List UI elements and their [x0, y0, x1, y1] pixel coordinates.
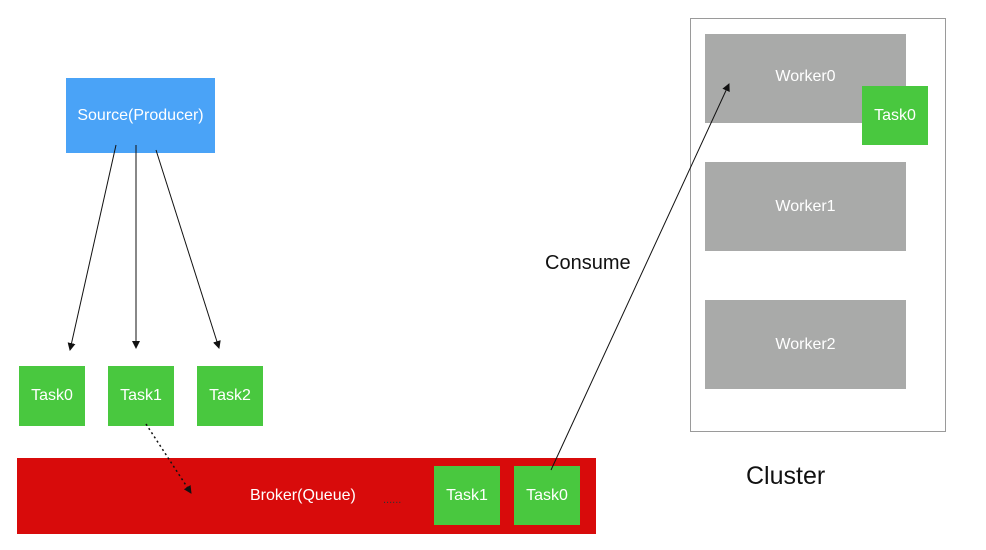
queued-task1-label: Task1 [446, 486, 488, 504]
source-label: Source(Producer) [77, 106, 204, 124]
worker0-label: Worker0 [775, 68, 836, 85]
task0-label: Task0 [31, 387, 73, 404]
arrow-source-to-task2 [155, 149, 221, 349]
source-producer-box: Source(Producer) [66, 78, 215, 153]
broker-label: Broker(Queue) [250, 487, 356, 504]
worker0-task0-label: Task0 [874, 106, 916, 124]
queue-ellipsis: ...... [383, 494, 402, 506]
consume-label: Consume [545, 252, 631, 274]
worker2-label: Worker2 [775, 335, 836, 353]
task2-label: Task2 [209, 387, 251, 404]
queued-task1-box: Task1 [434, 466, 500, 525]
arrow-source-to-task0 [67, 144, 117, 351]
worker1-box: Worker1 [705, 162, 906, 251]
task1-label: Task1 [120, 387, 162, 404]
arrow-consume-to-worker0 [550, 83, 730, 471]
arrow-task1-to-broker [145, 423, 192, 494]
worker0-task0-box: Task0 [862, 86, 928, 145]
worker2-box: Worker2 [705, 300, 906, 389]
cluster-label: Cluster [746, 462, 826, 490]
task2-box: Task2 [197, 366, 263, 426]
queued-task0-box: Task0 [514, 466, 580, 525]
task0-box: Task0 [19, 366, 85, 426]
task1-box: Task1 [108, 366, 174, 426]
queued-task0-label: Task0 [526, 486, 568, 504]
worker1-label: Worker1 [775, 197, 836, 215]
